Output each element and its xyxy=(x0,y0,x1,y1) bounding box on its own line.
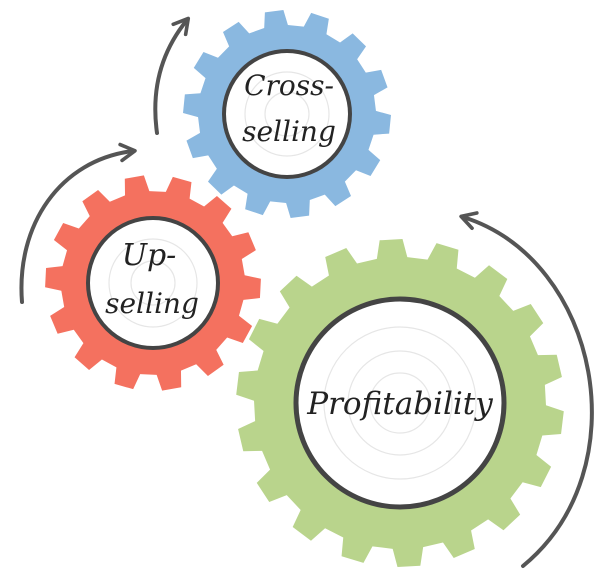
hub-ring xyxy=(369,372,431,434)
hub-ring xyxy=(347,350,453,456)
hub-ring xyxy=(130,260,176,306)
gear-label-up-selling-line-2: selling xyxy=(105,287,199,320)
gear-label-cross-selling-line-2: selling xyxy=(242,115,336,148)
hub-ring xyxy=(264,91,310,137)
gear-up-selling: Up- selling xyxy=(45,175,261,391)
arrow-to-up-selling xyxy=(19,142,137,304)
hub-ring xyxy=(323,326,477,480)
arrow-to-cross-selling xyxy=(153,16,191,135)
gear-cross-selling: Cross- selling xyxy=(183,10,391,218)
gear-hub-cross-selling xyxy=(222,49,352,179)
gear-label-cross-selling-line-1: Cross- xyxy=(244,69,334,102)
hub-ring xyxy=(108,238,198,328)
gear-hub-profitability xyxy=(293,296,507,510)
gear-profitability: Profitability xyxy=(236,239,564,567)
gear-hub-up-selling xyxy=(86,216,220,350)
arrow-to-profitability xyxy=(459,211,594,568)
gear-label-profitability: Profitability xyxy=(306,386,493,422)
gear-label-up-selling-line-1: Up- xyxy=(122,238,177,273)
hub-ring xyxy=(244,71,330,157)
